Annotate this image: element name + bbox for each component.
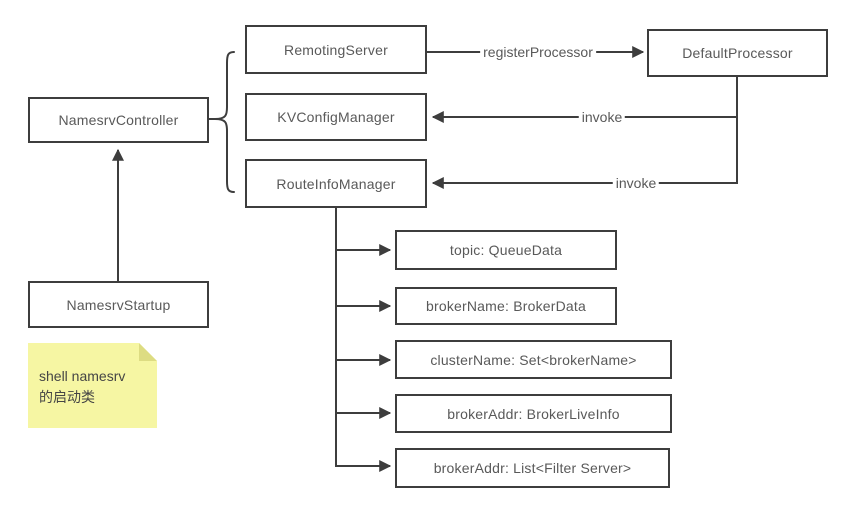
node-namesrv-controller: NamesrvController	[28, 97, 209, 143]
node-label: brokerAddr: List<Filter Server>	[433, 460, 632, 476]
node-label: brokerAddr: BrokerLiveInfo	[447, 405, 620, 422]
sticky-note-line-2: 的启动类	[39, 389, 95, 405]
node-label: RemotingServer	[284, 41, 388, 58]
node-label: NamesrvController	[58, 112, 179, 128]
node-label: DefaultProcessor	[682, 45, 793, 61]
edge-routeinfo-brokeraddr-filter	[335, 413, 392, 472]
edge-label-invoke-routeinfo: invoke	[612, 175, 660, 191]
edge-invoke-routeinfo	[431, 117, 738, 189]
node-label: brokerName: BrokerData	[425, 298, 586, 314]
node-label: RouteInfoManager	[276, 175, 396, 192]
node-brokername-brokerdata: brokerName: BrokerData	[395, 287, 617, 325]
edge-routeinfo-clustername	[335, 306, 392, 366]
edge-routeinfo-topic	[335, 208, 392, 256]
edge-routeinfo-brokeraddr-live	[335, 360, 392, 419]
node-label: KVConfigManager	[277, 109, 395, 125]
node-namesrv-startup: NamesrvStartup	[28, 281, 209, 328]
node-default-processor: DefaultProcessor	[647, 29, 828, 77]
node-clustername-set: clusterName: Set<brokerName>	[395, 340, 672, 379]
edge-label-register-processor: registerProcessor	[480, 44, 596, 60]
node-label: NamesrvStartup	[66, 296, 171, 313]
sticky-note-line-1: shell namesrv	[39, 368, 126, 384]
node-brokeraddr-brokerliveinfo: brokerAddr: BrokerLiveInfo	[395, 394, 672, 433]
node-brokeraddr-filterserver: brokerAddr: List<Filter Server>	[395, 448, 670, 488]
edge-label-invoke-kvconfig: invoke	[578, 109, 626, 125]
sticky-note: shell namesrv 的启动类	[28, 343, 157, 428]
node-kv-config-manager: KVConfigManager	[245, 93, 427, 141]
node-label: topic: QueueData	[449, 242, 563, 258]
edge-routeinfo-brokername	[335, 250, 392, 312]
node-label: clusterName: Set<brokerName>	[430, 351, 637, 368]
node-route-info-manager: RouteInfoManager	[245, 159, 427, 208]
node-topic-queuedata: topic: QueueData	[395, 230, 617, 270]
curly-brace	[214, 51, 235, 193]
sticky-note-text: shell namesrv 的启动类	[39, 366, 151, 408]
node-remoting-server: RemotingServer	[245, 25, 427, 74]
